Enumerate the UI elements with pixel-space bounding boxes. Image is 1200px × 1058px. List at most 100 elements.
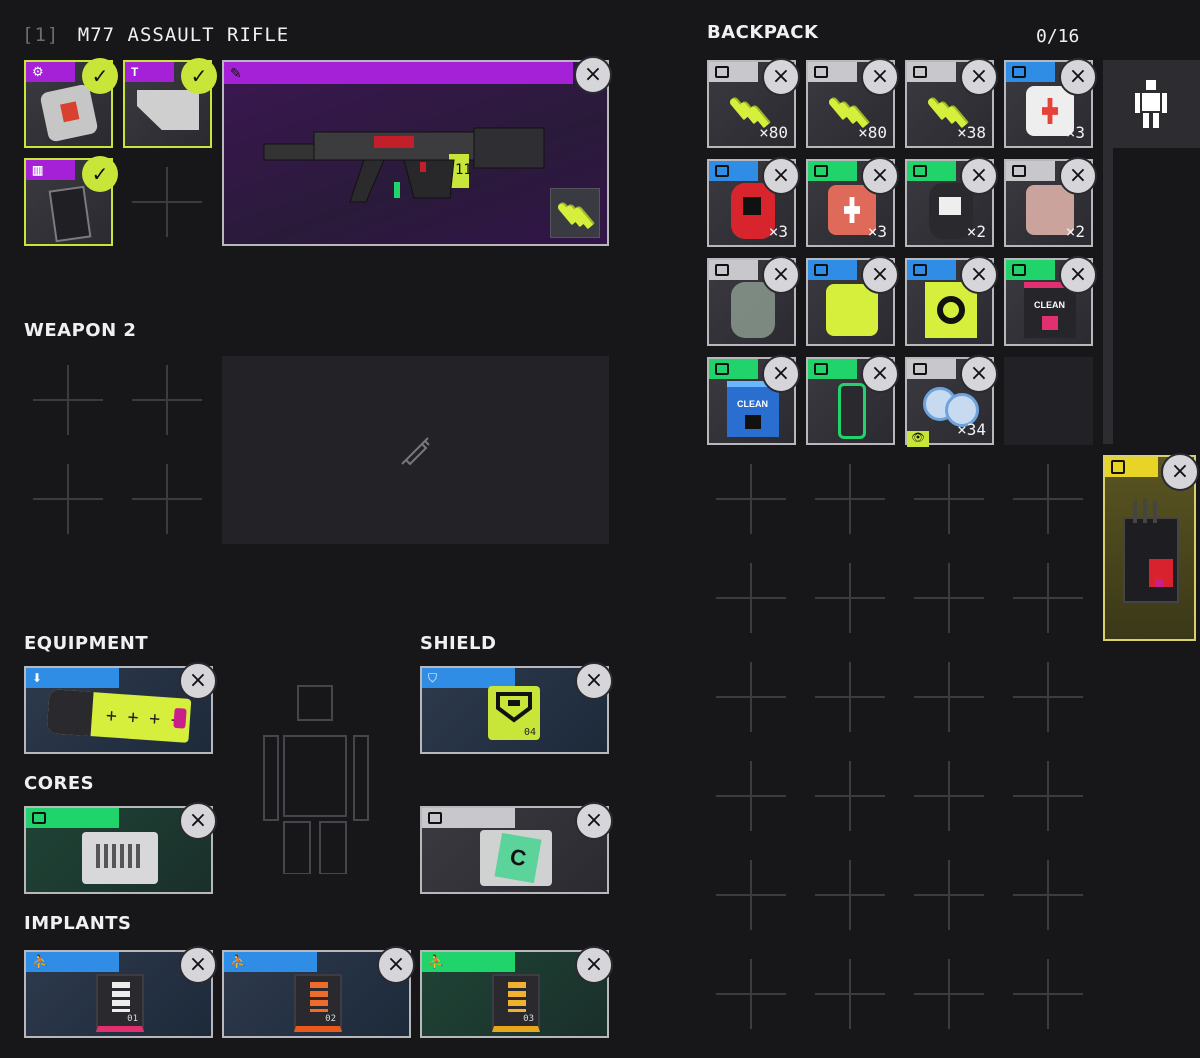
backpack-item[interactable]: ×2× [905, 157, 998, 247]
backpack-empty-slot[interactable] [815, 761, 885, 831]
backpack-empty-slot[interactable] [815, 959, 885, 1029]
empty-attachment-slot[interactable] [132, 464, 202, 534]
backpack-empty-slot[interactable] [1013, 662, 1083, 732]
backpack-empty-slot[interactable] [815, 860, 885, 930]
bag-remove-button[interactable]: × [1161, 453, 1199, 491]
empty-attachment-slot[interactable] [33, 464, 103, 534]
implant-slot-3[interactable]: ⛹ 03 × [420, 946, 613, 1038]
item-remove-button[interactable]: × [960, 355, 998, 393]
attachment-slot-optic[interactable]: ⚙ ✓ [24, 58, 118, 148]
item-remove-button[interactable]: × [762, 58, 800, 96]
item-remove-button[interactable]: × [1059, 58, 1097, 96]
backpack-empty-slot[interactable] [914, 761, 984, 831]
backpack-empty-slot[interactable] [716, 761, 786, 831]
backpack-empty-slot[interactable] [716, 662, 786, 732]
empty-attachment-slot[interactable] [132, 167, 202, 237]
equipment-remove-button[interactable]: × [179, 662, 217, 700]
implant-icon: ⛹ [32, 954, 49, 969]
item-remove-button[interactable]: × [960, 58, 998, 96]
backpack-empty-slot[interactable] [914, 959, 984, 1029]
backpack-item[interactable]: ×3 × [806, 157, 899, 247]
backpack-item[interactable]: × [806, 256, 899, 346]
backpack-item[interactable]: × [806, 355, 899, 445]
backpack-item[interactable]: CLEAN× [1004, 256, 1097, 346]
backpack-capacity: 0/16 [1036, 26, 1080, 47]
backpack-item[interactable]: CLEAN× [707, 355, 800, 445]
backpack-item[interactable]: ×38× [905, 58, 998, 148]
weapon2-slot[interactable] [222, 356, 609, 544]
implant2-remove-button[interactable]: × [377, 946, 415, 984]
item-category-tag [907, 260, 957, 280]
item-remove-button[interactable]: × [1059, 157, 1097, 195]
item-remove-button[interactable]: × [861, 256, 899, 294]
backpack-item[interactable]: ×80× [806, 58, 899, 148]
shield-slot[interactable]: ⛉ 04 × [420, 662, 613, 754]
backpack-empty-slot[interactable] [815, 464, 885, 534]
item-quantity: ×80 [759, 123, 788, 142]
backpack-empty-slot[interactable] [1013, 860, 1083, 930]
item-remove-button[interactable]: × [1059, 256, 1097, 294]
item-remove-button[interactable]: × [861, 58, 899, 96]
stock-icon: T [131, 65, 139, 79]
backpack-item[interactable]: ×2 × [1004, 157, 1097, 247]
backpack-empty-slot[interactable] [914, 563, 984, 633]
category-icon [913, 363, 927, 375]
core-slot-1[interactable]: × [24, 802, 217, 894]
attachment-slot-stock[interactable]: T ✓ [123, 58, 217, 148]
backpack-item[interactable]: × [707, 256, 800, 346]
backpack-item[interactable]: ×3× [1004, 58, 1097, 150]
backpack-empty-cell[interactable] [1004, 357, 1093, 445]
backpack-empty-slot[interactable] [1013, 563, 1083, 633]
backpack-empty-slot[interactable] [716, 860, 786, 930]
item-quantity: ×2 [1065, 222, 1085, 241]
assault-rifle-image: 11 [254, 102, 554, 222]
equipped-check-icon: ✓ [82, 156, 118, 192]
backpack-empty-slot[interactable] [815, 662, 885, 732]
shield-remove-button[interactable]: × [575, 662, 613, 700]
item-remove-button[interactable]: × [861, 355, 899, 393]
item-remove-button[interactable]: × [762, 157, 800, 195]
backpack-empty-slot[interactable] [716, 464, 786, 534]
weapon-ammo-slot[interactable] [550, 188, 600, 238]
character-tab[interactable] [1103, 60, 1200, 148]
implant3-remove-button[interactable]: × [575, 946, 613, 984]
backpack-empty-slot[interactable] [1013, 464, 1083, 534]
item-remove-button[interactable]: × [762, 256, 800, 294]
core2-remove-button[interactable]: × [575, 802, 613, 840]
item-remove-button[interactable]: × [960, 256, 998, 294]
implant-slot-1[interactable]: ⛹ 01 × [24, 946, 217, 1038]
implant1-remove-button[interactable]: × [179, 946, 217, 984]
equipment-slot[interactable]: ⬇ + + + + × [24, 662, 217, 754]
backpack-empty-slot[interactable] [815, 563, 885, 633]
backpack-item[interactable]: × [905, 256, 998, 346]
weapon1-remove-button[interactable]: × [574, 56, 612, 94]
scrollbar-track[interactable] [1103, 148, 1113, 444]
backpack-item[interactable]: ×80 × [707, 58, 800, 148]
empty-attachment-slot[interactable] [33, 365, 103, 435]
backpack-bag-slot[interactable]: × [1103, 453, 1199, 641]
backpack-item[interactable]: ×3× [707, 157, 800, 247]
backpack-empty-slot[interactable] [1013, 761, 1083, 831]
implant-slot-2[interactable]: ⛹ 02 × [222, 946, 415, 1038]
category-icon [913, 264, 927, 276]
backpack-item[interactable]: 👁×34× [905, 355, 998, 447]
item-remove-button[interactable]: × [861, 157, 899, 195]
backpack-empty-slot[interactable] [716, 959, 786, 1029]
empty-attachment-slot[interactable] [132, 365, 202, 435]
backpack-empty-slot[interactable] [914, 860, 984, 930]
core1-remove-button[interactable]: × [179, 802, 217, 840]
item-remove-button[interactable]: × [762, 355, 800, 393]
backpack-empty-slot[interactable] [914, 662, 984, 732]
backpack-empty-slot[interactable] [1013, 959, 1083, 1029]
weapon1-slot[interactable]: ✎ 11 × [222, 56, 612, 246]
core-slot-2[interactable]: C × [420, 802, 613, 894]
medkit-white-icon [1006, 62, 1095, 150]
category-icon [814, 165, 828, 177]
implant-icon: ⛹ [230, 954, 247, 969]
attachment-slot-magazine[interactable]: ▥ ✓ [24, 156, 118, 246]
item-category-tag [907, 359, 957, 379]
backpack-empty-slot[interactable] [914, 464, 984, 534]
backpack-empty-slot[interactable] [716, 563, 786, 633]
item-quantity: ×3 [867, 222, 887, 241]
item-remove-button[interactable]: × [960, 157, 998, 195]
